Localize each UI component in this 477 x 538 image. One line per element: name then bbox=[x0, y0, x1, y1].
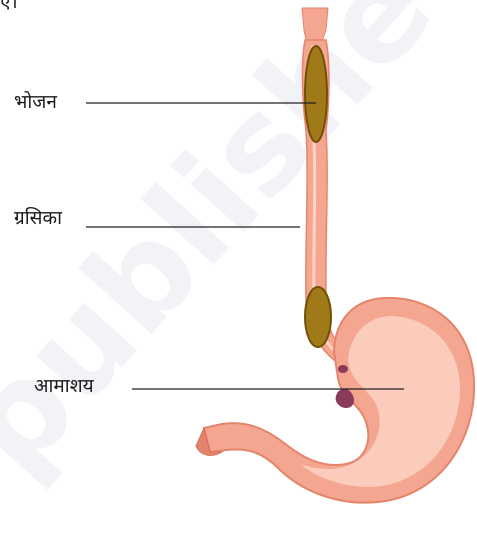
top-text-fragment: ए। bbox=[0, 0, 18, 14]
label-esophagus: ग्रसिका bbox=[14, 204, 62, 230]
food-bolus-upper bbox=[305, 46, 327, 142]
label-stomach: आमाशय bbox=[34, 372, 94, 398]
label-food: भोजन bbox=[14, 88, 57, 114]
food-bolus-lower bbox=[305, 287, 331, 347]
gastric-fluid-small bbox=[338, 365, 348, 373]
